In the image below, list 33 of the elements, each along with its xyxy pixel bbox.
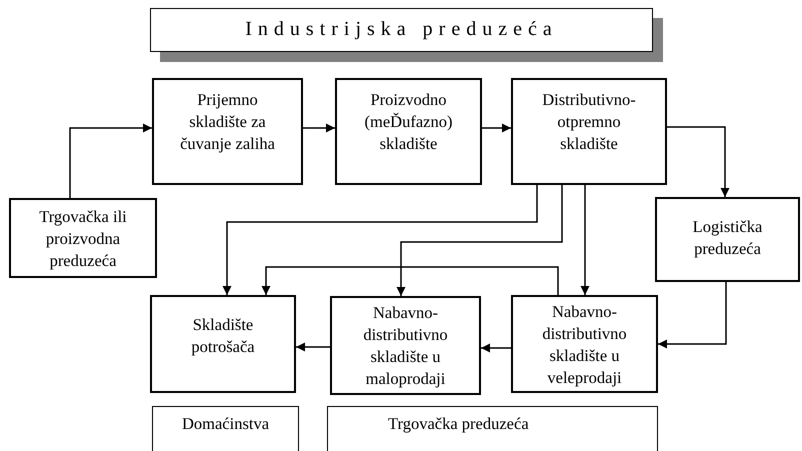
box-label: Industrijska preduzeća — [244, 18, 559, 40]
box-label: Trgovačka ili proizvodna preduzeća — [38, 206, 128, 272]
arrow — [396, 185, 563, 296]
arrow — [69, 124, 152, 198]
box-label: Trgovačka preduzeća — [388, 413, 530, 435]
process-box — [327, 406, 658, 451]
process-box — [9, 198, 157, 278]
arrow — [262, 266, 559, 295]
box-label: Proizvodno (meĎufazno) skladište — [364, 89, 454, 155]
arrow — [222, 185, 538, 295]
box-label: Nabavno-distributivno skladište u veleprodaji — [541, 301, 628, 389]
process-box — [655, 197, 800, 282]
box-label: Skladište potrošača — [190, 314, 256, 358]
arrow — [482, 124, 511, 132]
arrow — [667, 126, 730, 197]
box-label: Logistička preduzeća — [692, 216, 764, 260]
box-label: Prijemno skladište za čuvanje zaliha — [179, 89, 276, 155]
arrow — [303, 124, 335, 132]
process-box — [335, 78, 482, 185]
process-box — [511, 78, 667, 185]
process-box — [152, 406, 299, 451]
arrow — [296, 342, 330, 352]
process-box — [330, 296, 481, 395]
box-label: Nabavno-distributivno skladište u maloprodaji — [362, 302, 449, 390]
box-label: Distributivno-otpremno skladište — [541, 89, 637, 155]
process-box — [150, 295, 296, 393]
process-box — [152, 78, 303, 185]
process-box — [511, 295, 658, 393]
box-label: Domaćinstva — [180, 413, 270, 435]
arrow — [658, 282, 727, 348]
arrow — [580, 185, 590, 295]
title-box — [150, 8, 653, 52]
arrow — [481, 344, 511, 352]
